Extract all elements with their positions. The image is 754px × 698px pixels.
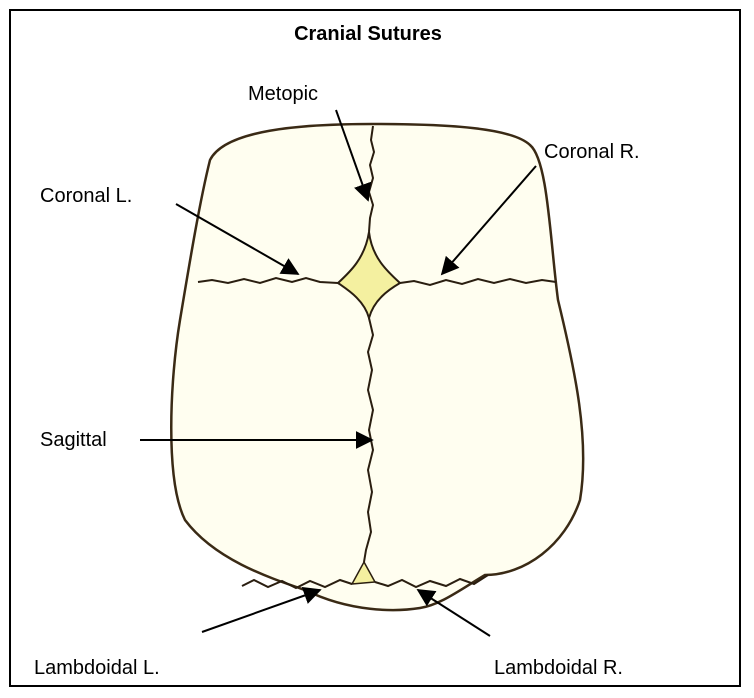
label-coronal-left: Coronal L. bbox=[40, 185, 132, 207]
arrow-lambdoidal-right bbox=[418, 590, 490, 636]
label-sagittal: Sagittal bbox=[40, 429, 107, 451]
label-lambdoidal-left: Lambdoidal L. bbox=[34, 657, 160, 679]
arrow-lambdoidal-left bbox=[202, 590, 320, 632]
diagram-title: Cranial Sutures bbox=[294, 23, 442, 45]
label-lambdoidal-right: Lambdoidal R. bbox=[494, 657, 623, 679]
skull-outline bbox=[171, 124, 583, 610]
label-metopic: Metopic bbox=[248, 83, 318, 105]
label-coronal-right: Coronal R. bbox=[544, 141, 640, 163]
